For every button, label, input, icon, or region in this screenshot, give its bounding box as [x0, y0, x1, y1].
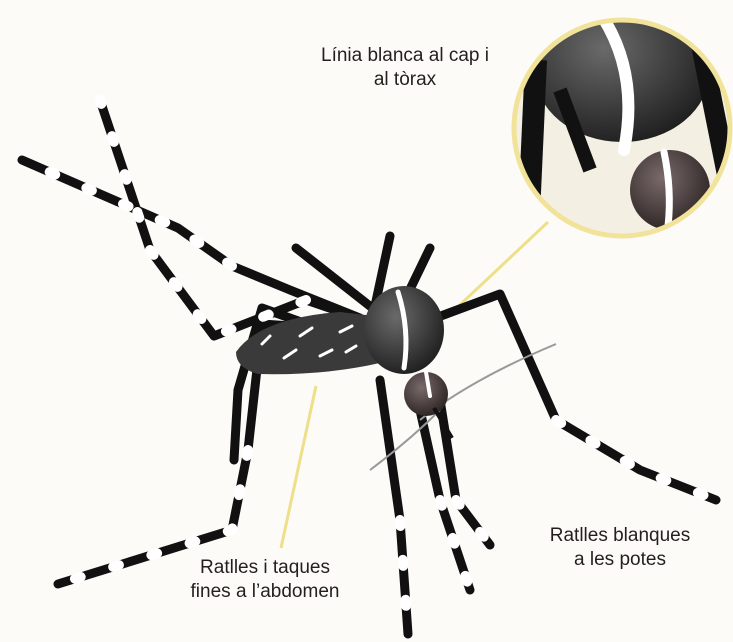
label-legs-line2: a les potes [520, 548, 720, 572]
label-thorax-head: Línia blanca al cap i al tòrax [300, 44, 510, 92]
leader-line-abdomen [281, 386, 316, 548]
label-legs-line1: Ratlles blanques [520, 524, 720, 548]
label-abdomen-line2: fines a l’abdomen [160, 580, 370, 604]
label-thorax-line2: al tòrax [300, 68, 510, 92]
leg-right-1 [430, 294, 716, 500]
thorax [364, 286, 444, 374]
label-abdomen: Ratlles i taques fines a l’abdomen [160, 556, 370, 604]
magnifier-zoom [514, 0, 733, 236]
label-thorax-line1: Línia blanca al cap i [300, 44, 510, 68]
label-abdomen-line1: Ratlles i taques [160, 556, 370, 580]
label-legs: Ratlles blanques a les potes [520, 524, 720, 572]
